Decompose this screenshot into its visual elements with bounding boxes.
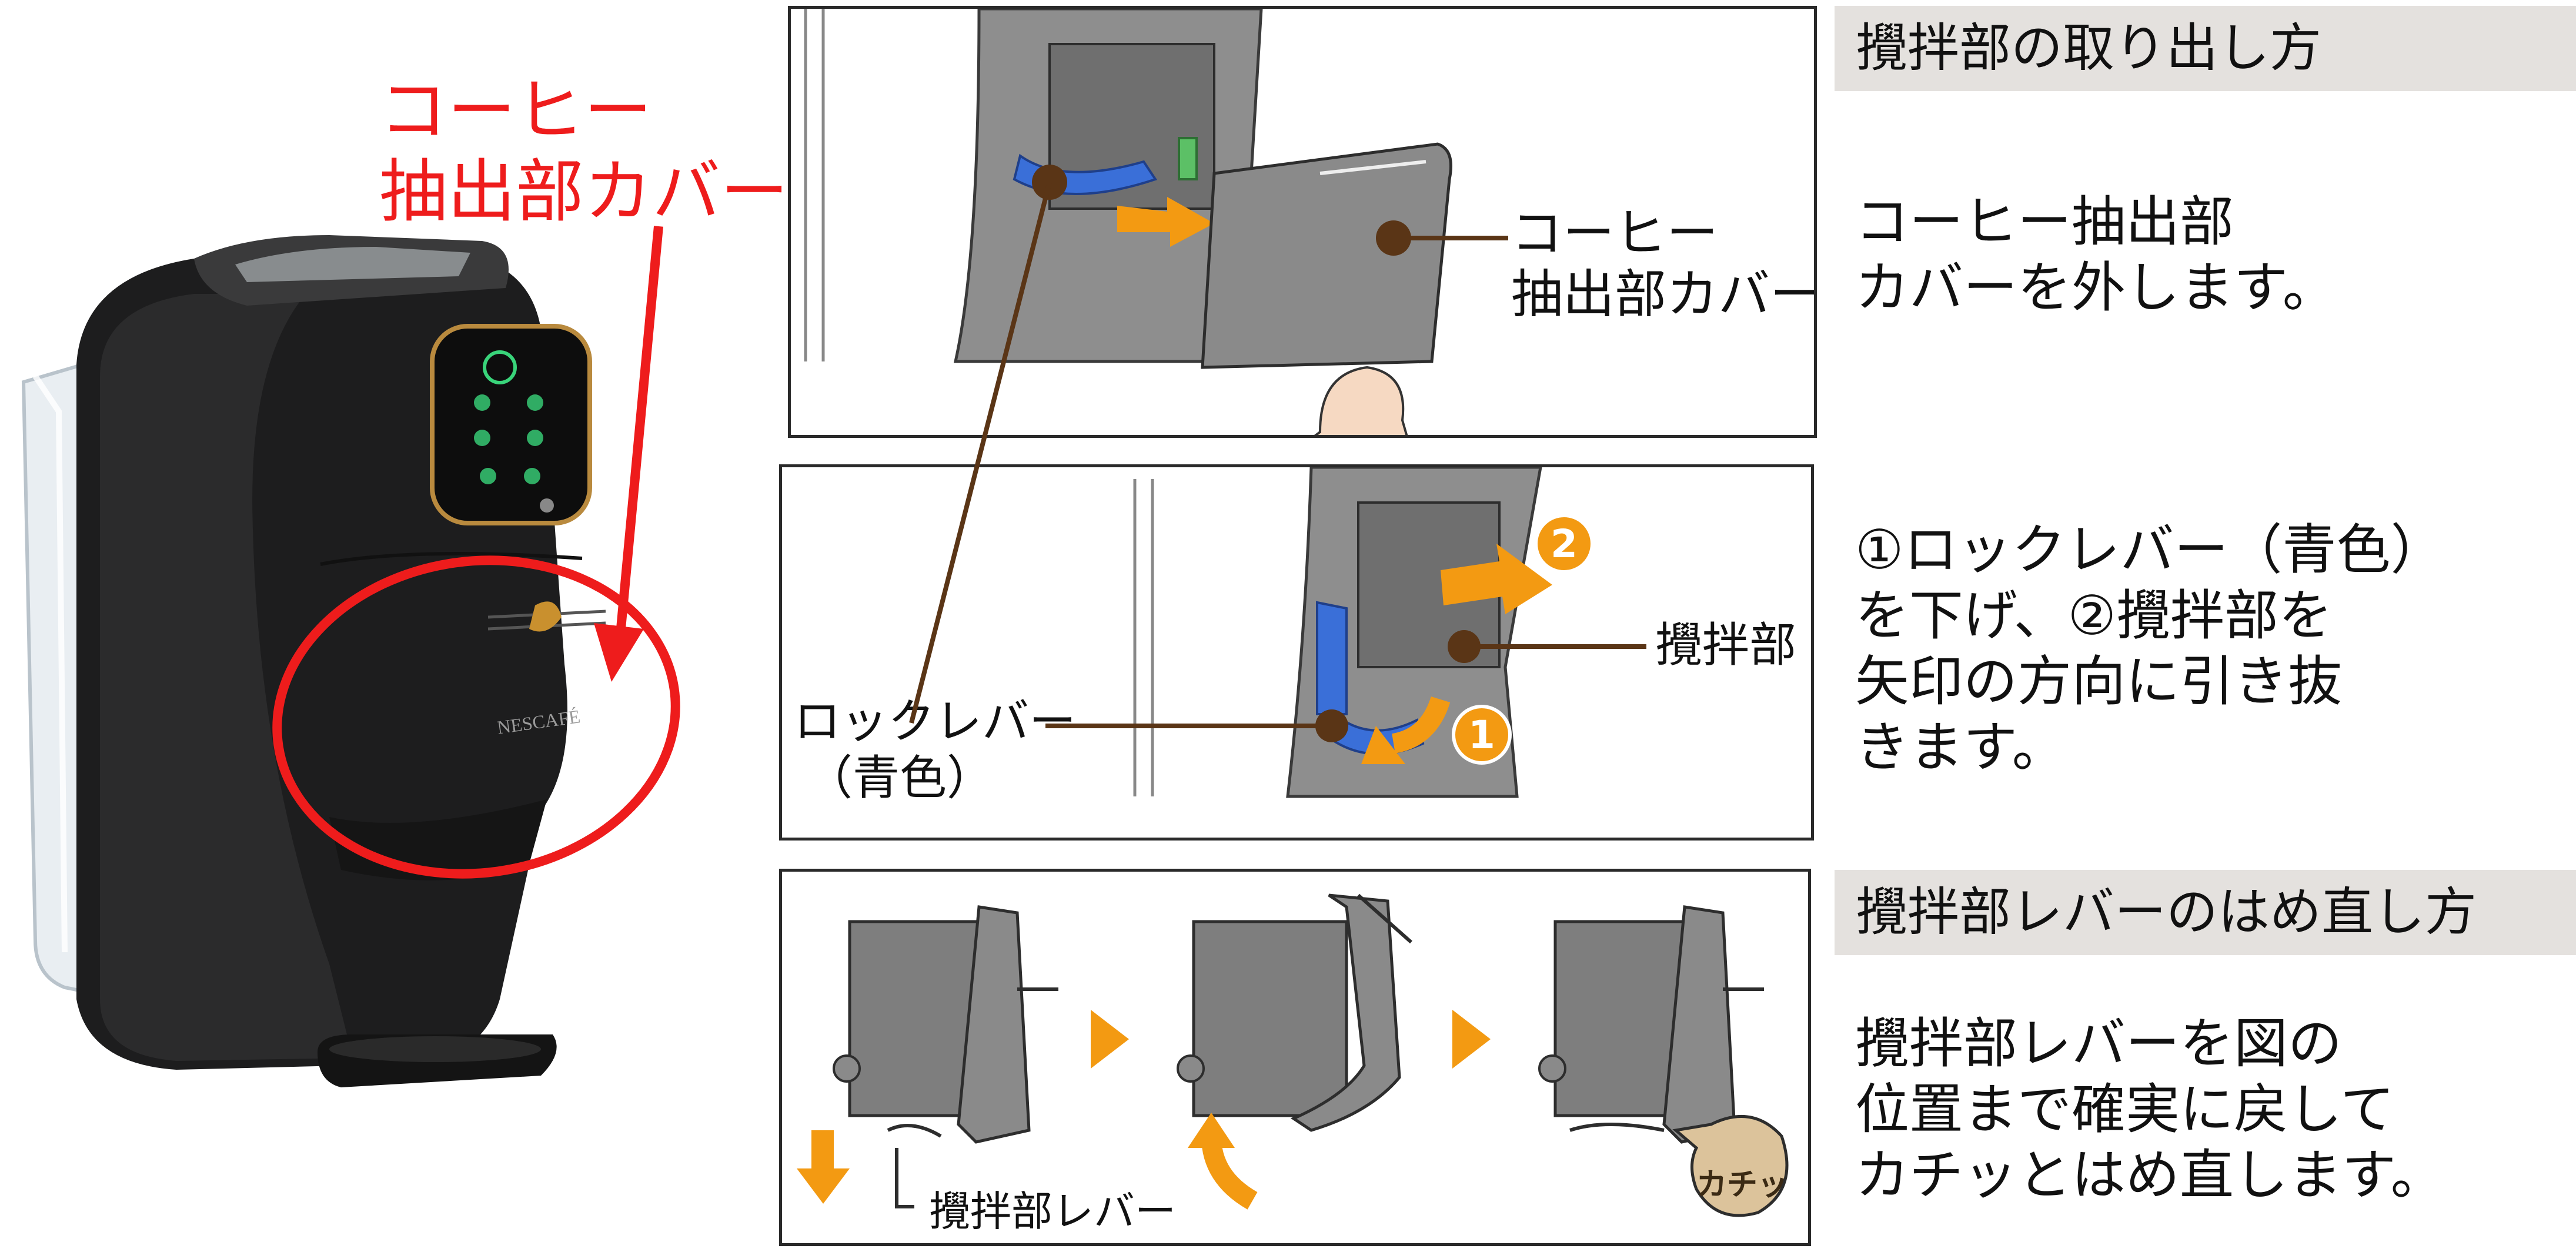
section1-step-b: ①ロックレバー（青色） を下げ、②攪拌部を 矢印の方向に引き抜 きます。 [1855,517,2444,781]
section2-text-line3: カチッとはめ直します。 [1855,1144,2445,1207]
click-bubble [1672,1114,1789,1217]
lever-reattach-illustration [797,893,1789,1217]
section2-heading: 攪拌部レバーのはめ直し方 [1835,870,2576,955]
highlight-overlay [272,226,680,879]
mixer-callout: 攪拌部 [1655,618,1796,672]
panel-reattach-lever: 攪拌部レバー カチッ [779,869,1811,1246]
step-2-label: 2 [1551,521,1578,567]
lock-lever-line1: ロックレバー [794,694,1076,749]
highlight-arrow-line [616,226,663,635]
mixer-pull-illustration [1045,467,1646,798]
coffee-machine-illustration [21,235,606,1087]
panel-remove-cover: コーヒー 抽出部カバー [788,6,1817,438]
lock-lever-callout: ロックレバー （青色） [794,694,1076,806]
step-1-label: 1 [1468,712,1495,758]
step-1-badge [1452,705,1512,765]
section1-step-b-line2: を下げ、②攪拌部を [1855,584,2333,647]
step-2-badge [1534,514,1594,574]
section1-step-a-line2: カバーを外します。 [1855,256,2337,319]
section1-heading: 攪拌部の取り出し方 [1835,6,2576,91]
section1-step-b-line4: きます。 [1855,716,2066,779]
mixer-lever-label: 攪拌部レバー [929,1187,1176,1235]
click-label: カチッ [1696,1167,1789,1203]
cover-removal-illustration [804,9,1508,435]
cover-callout-line1: コーヒー [1511,203,1719,263]
section1-step-b-line1: ①ロックレバー（青色） [1855,518,2445,581]
section2-text-line1: 攪拌部レバーを図の [1855,1012,2343,1075]
lock-lever-line2: （青色） [806,751,994,805]
lock-lever-blue [1316,601,1348,715]
cover-callout: コーヒー 抽出部カバー [1511,203,1817,325]
section1-step-a-line1: コーヒー抽出部 [1855,190,2234,253]
section1-step-b-line3: 矢印の方向に引き抜 [1855,650,2343,713]
left-label: コーヒー 抽出部カバー [379,71,788,233]
section1-step-a: コーヒー抽出部 カバーを外します。 [1855,189,2337,321]
section2-text-line2: 位置まで確実に戻して [1855,1078,2395,1141]
highlight-circle [272,555,680,879]
highlight-arrow-head [594,623,644,682]
left-label-line2: 抽出部カバー [379,152,788,232]
left-label-line1: コーヒー [379,71,652,150]
machine-photo: NESCAFÉ コーヒー 抽出部カバー [0,0,788,1249]
pull-arrow [1117,197,1214,247]
cover-callout-line2: 抽出部カバー [1511,264,1817,324]
section2-text: 攪拌部レバーを図の 位置まで確実に戻して カチッとはめ直します。 [1855,1011,2445,1208]
panel-pull-mixer: 2 1 攪拌部 ロックレバー （青色） [779,464,1814,841]
